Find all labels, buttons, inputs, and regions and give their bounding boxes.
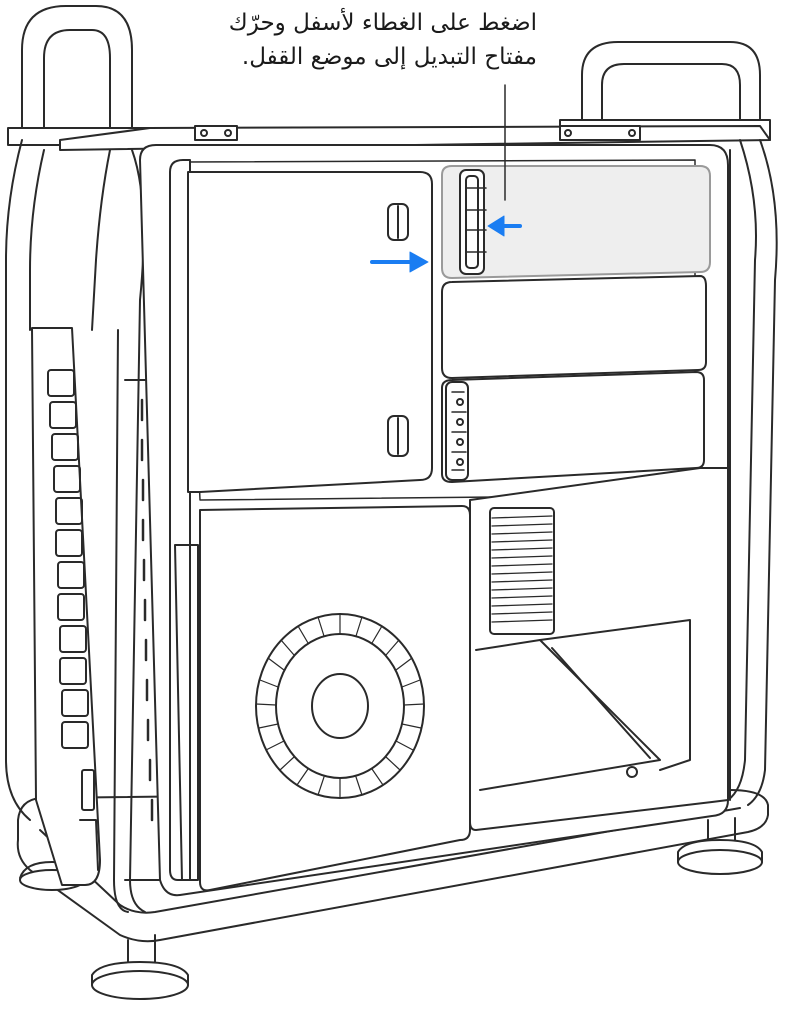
callout-line-2: مفتاح التبديل إلى موضع القفل. [241, 44, 537, 70]
frame-rails-left [5, 139, 146, 913]
instruction-callout: اضغط على الغطاء لأسفل وحرّك مفتاح التبدي… [137, 6, 537, 74]
drive-bay-3 [441, 371, 705, 483]
pcie-bracket-strip [31, 327, 101, 886]
foot-right [677, 817, 763, 875]
foot-front [91, 934, 189, 1000]
frame-rails-right [727, 139, 778, 806]
memory-cover [187, 171, 433, 493]
fan [255, 613, 425, 799]
psu-panel [469, 467, 729, 831]
drive-bay-top [441, 84, 711, 279]
drive-bay-2 [441, 275, 707, 379]
callout-line-1: اضغط على الغطاء لأسفل وحرّك [228, 10, 537, 36]
handle-left [7, 5, 151, 146]
right-arrow-icon [370, 251, 429, 273]
left-arrow-icon [487, 215, 522, 237]
